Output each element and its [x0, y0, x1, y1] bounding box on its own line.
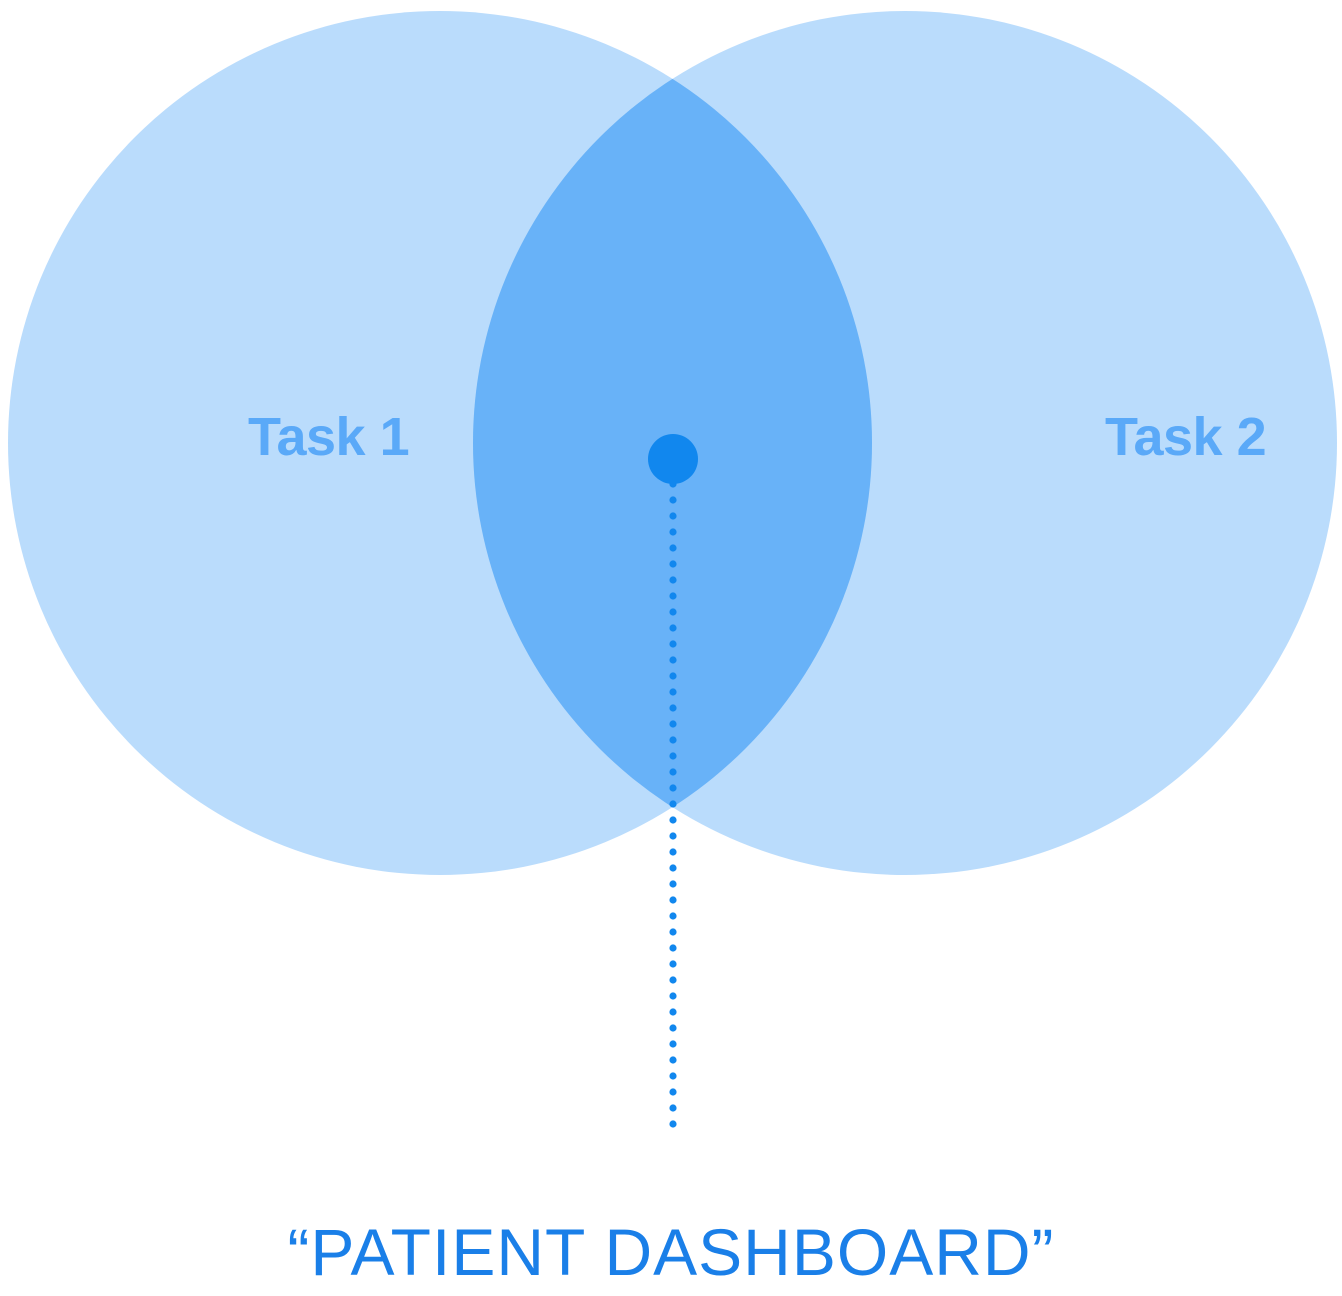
leader-dot	[669, 784, 677, 792]
leader-dot	[669, 1072, 677, 1080]
set-circle-task-1	[8, 11, 872, 875]
leader-dot	[669, 528, 677, 536]
leader-dot	[669, 496, 677, 504]
leader-dot	[669, 800, 677, 808]
leader-dot	[669, 816, 677, 824]
leader-dot	[669, 992, 677, 1000]
leader-dot	[669, 688, 677, 696]
leader-dot	[669, 640, 677, 648]
leader-dot	[669, 768, 677, 776]
leader-dot	[669, 1120, 677, 1128]
leader-dot	[669, 1088, 677, 1096]
leader-dot	[669, 656, 677, 664]
leader-dot	[669, 544, 677, 552]
leader-dot	[669, 624, 677, 632]
leader-dot	[669, 912, 677, 920]
leader-dot	[669, 1040, 677, 1048]
leader-dot	[669, 896, 677, 904]
leader-dot	[669, 720, 677, 728]
caption-label: “PATIENT DASHBOARD”	[287, 1215, 1054, 1289]
leader-dot	[669, 1024, 677, 1032]
dotted-leader-line	[669, 480, 677, 1128]
leader-dot	[669, 752, 677, 760]
leader-dot	[669, 832, 677, 840]
leader-dot	[669, 608, 677, 616]
leader-dot	[669, 672, 677, 680]
leader-dot	[669, 1104, 677, 1112]
intersection-lens	[473, 11, 872, 875]
set-circle-task-2	[473, 11, 1337, 875]
leader-dot	[669, 592, 677, 600]
set-label-task-1: Task 1	[248, 407, 409, 467]
leader-dot	[669, 560, 677, 568]
leader-dot	[669, 1056, 677, 1064]
leader-dot	[669, 704, 677, 712]
leader-dot	[669, 880, 677, 888]
leader-dot	[669, 976, 677, 984]
leader-dot	[669, 864, 677, 872]
leader-dot	[669, 576, 677, 584]
intersection-point-marker	[648, 434, 698, 484]
leader-dot	[669, 1008, 677, 1016]
leader-dot	[669, 928, 677, 936]
leader-dot	[669, 960, 677, 968]
leader-dot	[669, 848, 677, 856]
set-label-task-2: Task 2	[1105, 407, 1266, 467]
leader-dot	[669, 736, 677, 744]
leader-dot	[669, 944, 677, 952]
leader-dot	[669, 512, 677, 520]
